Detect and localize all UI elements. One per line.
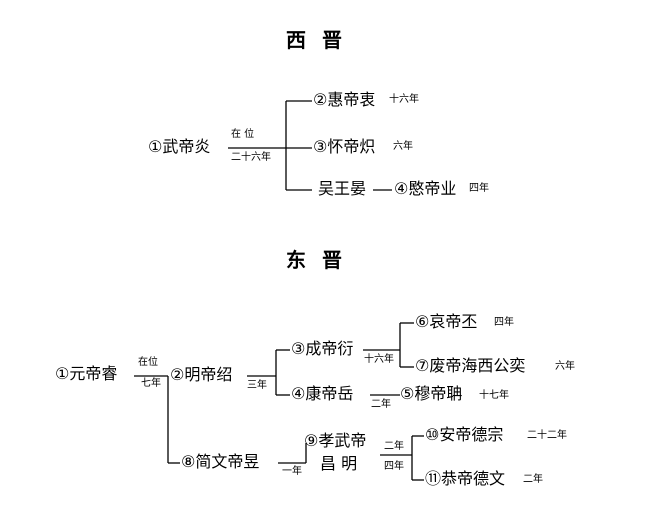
emperor-hui-node: ②惠帝衷 [313,90,376,109]
emperor-wu-reign: 二十六年 [231,152,271,163]
emperor-gong-node: ⑪恭帝德文 [425,469,506,488]
emperor-ai-node: ⑥哀帝丕 [415,312,478,331]
emperor-huai-node: ③怀帝炽 [313,137,376,156]
prince-wu-yan-node: 吴王晏 [318,179,367,198]
emperor-min-reign: 四年 [469,183,489,194]
emperor-yuan-reign-label: 在位 [138,357,158,368]
emperor-mu-node: ⑤穆帝聃 [400,384,463,403]
emperor-hui-reign: 十六年 [389,94,419,105]
emperor-kang-reign: 二年 [371,399,391,410]
emperor-xiaowu-name2: 昌 明 [320,454,358,473]
west-jin-title: 西晋 [286,28,358,52]
emperor-an-reign: 二十二年 [527,430,567,441]
emperor-yuan-reign: 七年 [141,378,161,389]
emperor-ai-reign: 四年 [494,317,514,328]
emperor-mu-reign: 十七年 [479,390,509,401]
emperor-xiaowu-reign-lower: 四年 [384,461,404,472]
emperor-kang-node: ④康帝岳 [291,384,354,403]
emperor-xiaowu-reign-upper: 二年 [384,441,404,452]
emperor-an-node: ⑩安帝德宗 [425,425,504,444]
emperor-cheng-reign: 十六年 [364,354,394,365]
emperor-jianwen-node: ⑧简文帝昱 [181,452,260,471]
emperor-ming-reign: 三年 [247,380,267,391]
emperor-min-node: ④愍帝业 [394,179,457,198]
emperor-wu-reign-label: 在 位 [231,129,255,140]
deposed-emperor-reign: 六年 [555,361,575,372]
emperor-jianwen-reign: 一年 [282,466,302,477]
emperor-gong-reign: 二年 [523,474,543,485]
emperor-huai-reign: 六年 [393,141,413,152]
east-jin-title: 东晋 [286,248,358,272]
emperor-xiaowu-node: ⑨孝武帝 [304,431,367,450]
emperor-yuan-node: ①元帝睿 [55,364,118,383]
emperor-ming-node: ②明帝绍 [170,365,233,384]
emperor-wu-node: ①武帝炎 [148,137,211,156]
deposed-emperor-node: ⑦废帝海西公奕 [415,356,526,375]
emperor-cheng-node: ③成帝衍 [291,339,354,358]
